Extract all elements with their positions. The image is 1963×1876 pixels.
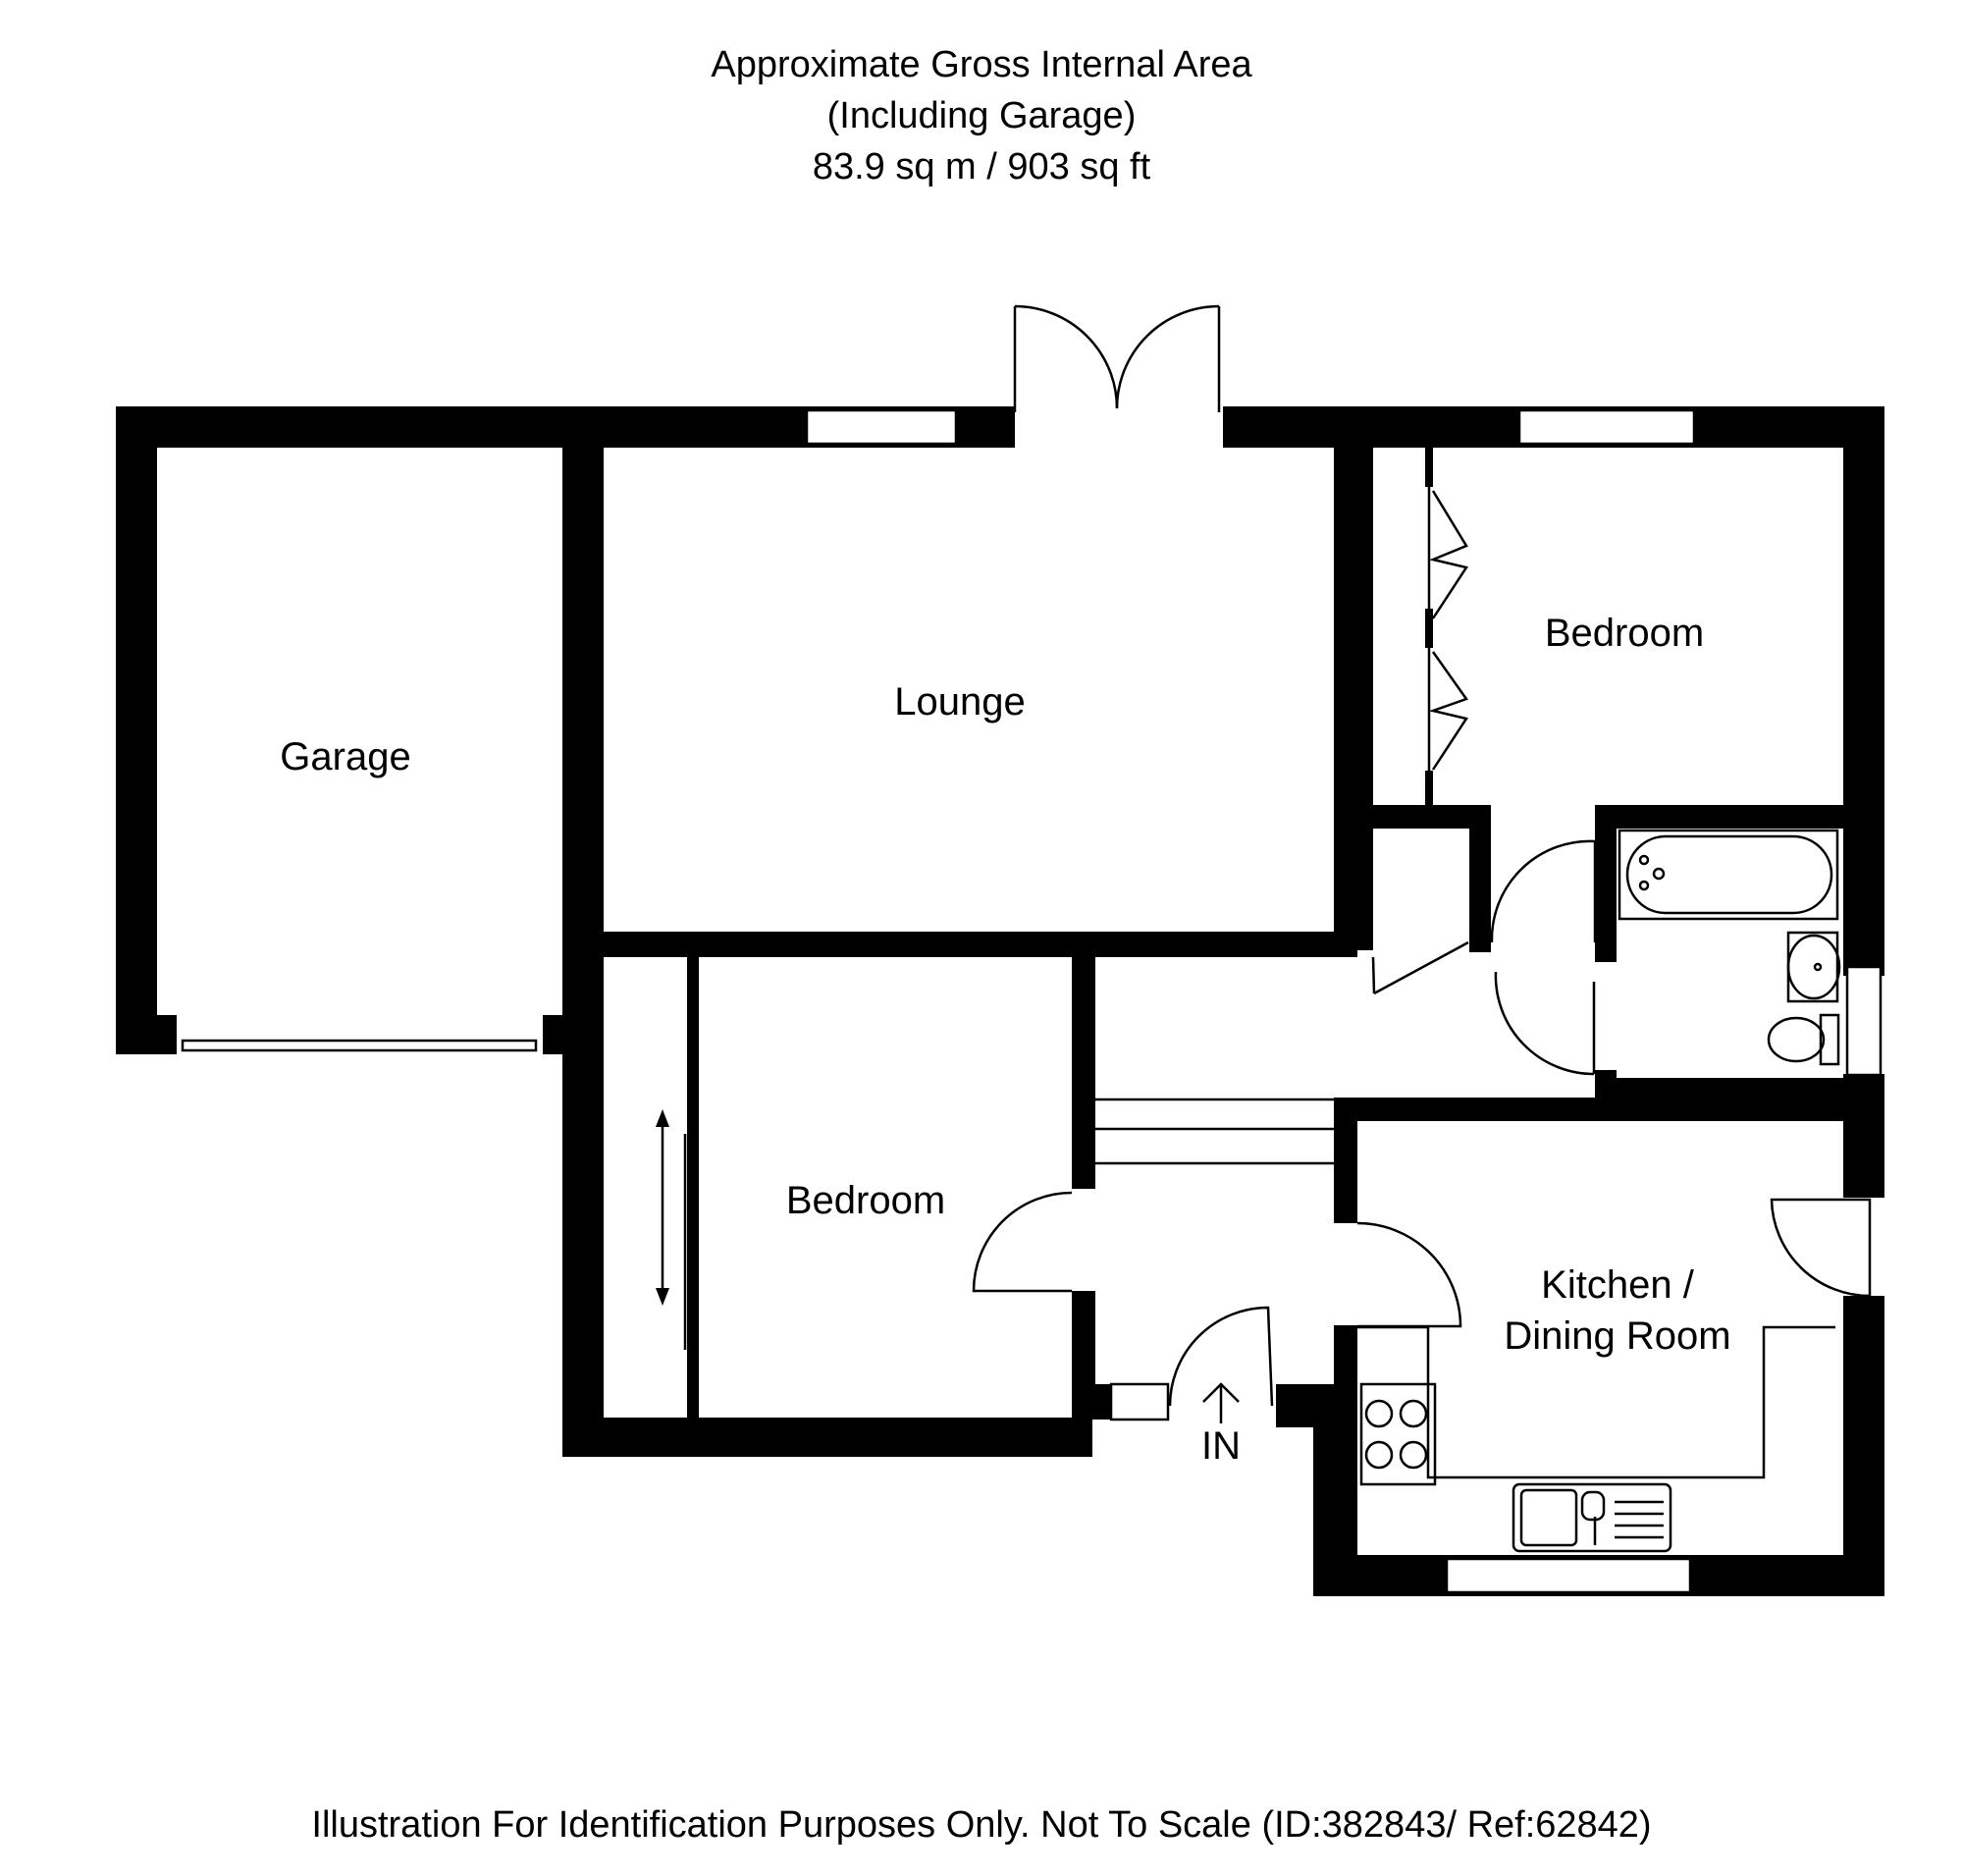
room-label-bedroom-1: Bedroom (1545, 612, 1704, 655)
area-title: Approximate Gross Internal Area (711, 44, 1252, 85)
room-label-bedroom-2: Bedroom (786, 1179, 945, 1222)
garage-door (181, 1039, 538, 1052)
french-doors (956, 304, 1221, 448)
room-label-garage: Garage (280, 735, 410, 778)
basin-icon (1786, 931, 1841, 1003)
area-value: 83.9 sq m / 903 sq ft (812, 146, 1151, 188)
walls (116, 406, 1884, 1596)
toilet-icon (1767, 1013, 1840, 1066)
room-label-kitchen-line1: Kitchen / (1541, 1263, 1695, 1307)
wardrobe-sliding (656, 1036, 697, 1350)
hall-shelving (1095, 1098, 1334, 1165)
door-swings (972, 839, 1872, 1407)
wardrobe-bifold (1425, 448, 1469, 810)
bath-icon (1618, 829, 1839, 921)
disclaimer-footer: Illustration For Identification Purposes… (311, 1804, 1652, 1846)
entrance-arrow-icon (1202, 1382, 1240, 1423)
windows (805, 408, 1883, 1594)
hob-icon (1359, 1382, 1437, 1486)
room-label-lounge: Lounge (894, 680, 1025, 724)
room-label-kitchen-line2: Dining Room (1504, 1314, 1730, 1358)
kitchen-worktop (1357, 1325, 1835, 1479)
area-subtitle: (Including Garage) (826, 95, 1137, 136)
entrance-label: IN (1201, 1424, 1241, 1468)
sink-icon (1512, 1482, 1672, 1553)
